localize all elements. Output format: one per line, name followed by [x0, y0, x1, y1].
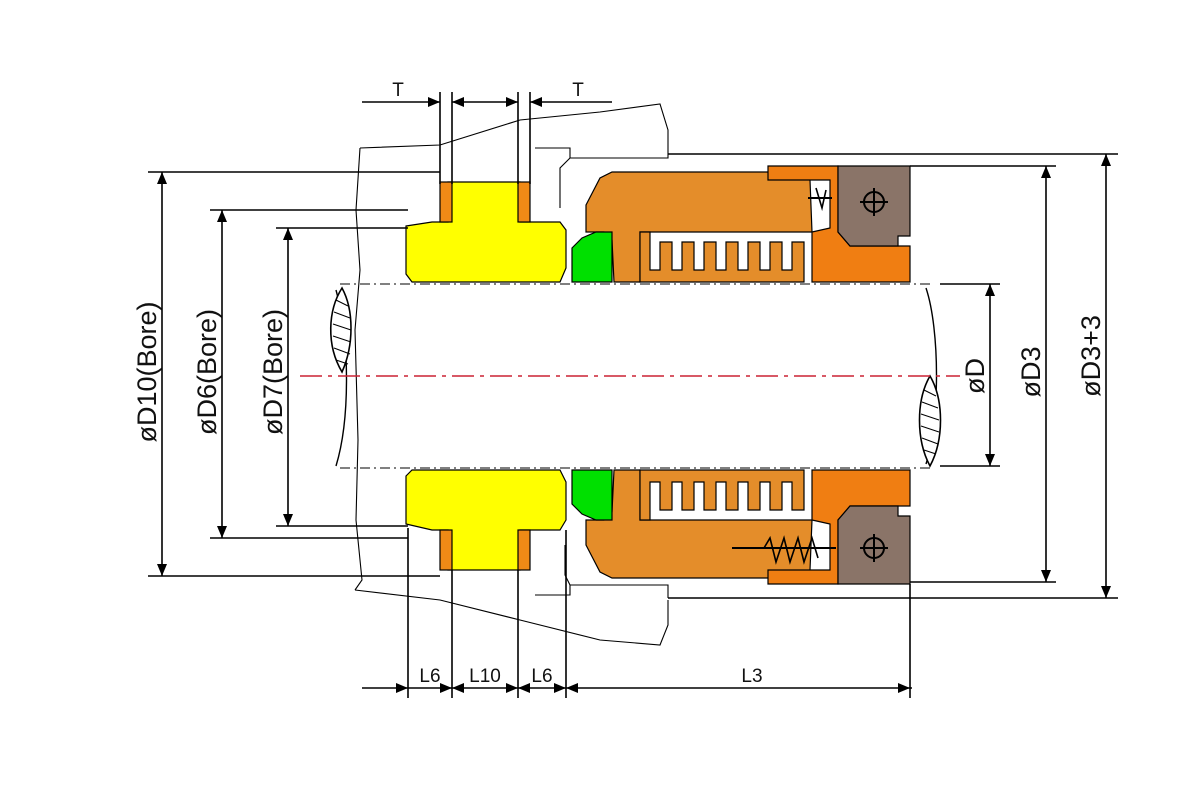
spring-top-icon [808, 187, 832, 212]
seat-bottom-gasket-right [517, 529, 531, 571]
set-screw-top-icon [860, 188, 888, 216]
stationary-seat-bottom [405, 469, 567, 571]
seal-face-bottom [571, 469, 613, 521]
bellows-convolutions-bottom [639, 469, 805, 521]
stationary-seat-top [405, 181, 567, 283]
label-t-right: T [572, 80, 584, 101]
seat-top-gasket-right [517, 181, 531, 223]
dimension-lines [148, 92, 1118, 698]
label-l10: L10 [469, 666, 501, 687]
seat-bottom-gasket-left [439, 529, 453, 571]
bellows-housing-top [585, 171, 813, 283]
label-t-left: T [392, 80, 404, 101]
seat-top-ring [405, 181, 567, 283]
label-d7-bore: øD7(Bore) [258, 309, 288, 435]
retainer-bottom [767, 469, 911, 585]
set-screw-bottom-icon [860, 534, 888, 562]
spring-bottom-icon [732, 535, 836, 565]
bellows-housing-bottom [585, 469, 813, 579]
label-d3-plus-3: øD3+3 [1076, 315, 1106, 397]
label-d10-bore: øD10(Bore) [132, 301, 162, 442]
label-l3: L3 [741, 666, 762, 687]
seat-bottom-ring [405, 469, 567, 571]
seal-face-top [571, 231, 613, 283]
seat-top-gasket-left [439, 181, 453, 223]
label-l6-right: L6 [531, 666, 552, 687]
label-l6-left: L6 [419, 666, 440, 687]
shaft-break-left-icon [329, 286, 352, 374]
label-d3: øD3 [1016, 346, 1046, 397]
shaft-break-right-icon [918, 374, 942, 468]
label-d6-bore: øD6(Bore) [192, 309, 222, 435]
label-d: øD [960, 358, 990, 394]
dimension-arrowheads [157, 97, 1111, 693]
bellows-convolutions-top [639, 231, 805, 283]
